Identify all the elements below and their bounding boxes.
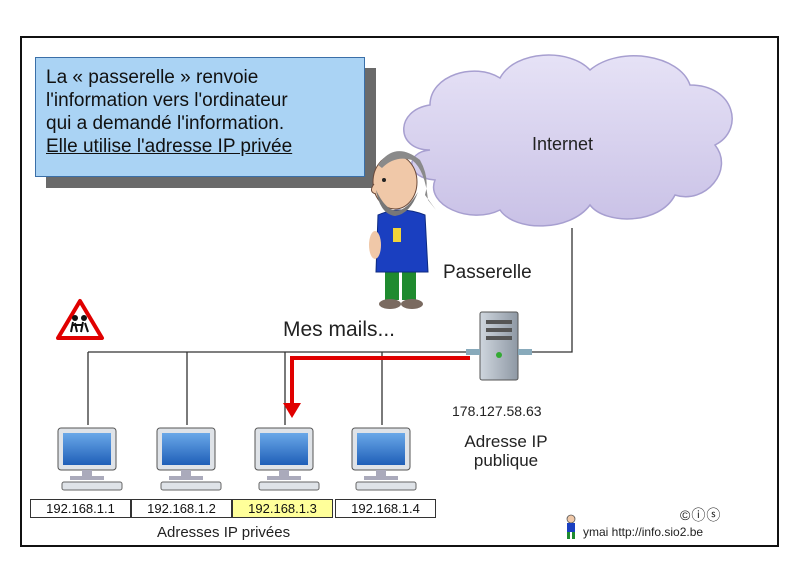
- internet-cloud: [403, 54, 733, 227]
- computer-4-icon: [351, 427, 417, 491]
- public-ip-address: 178.127.58.63: [452, 403, 542, 419]
- private-ip-box-1: 192.168.1.1: [30, 499, 131, 518]
- license-icon: ©ⓘⓢ: [680, 507, 722, 523]
- public-ip-label-line2: publique: [473, 451, 539, 470]
- gateway-label: Passerelle: [443, 262, 532, 283]
- private-ip-box-2: 192.168.1.2: [131, 499, 232, 518]
- explanation-callout: La « passerelle » renvoie l'information …: [35, 57, 365, 177]
- credit-text: ymai http://info.sio2.be: [583, 525, 704, 539]
- mascot-icon: [566, 514, 576, 539]
- gateway-server-icon: [466, 311, 532, 381]
- private-ip-box-4: 192.168.1.4: [335, 499, 436, 518]
- internet-label: Internet: [532, 134, 594, 154]
- private-ips-caption: Adresses IP privées: [157, 524, 291, 541]
- private-ip-box-3: 192.168.1.3: [232, 499, 333, 518]
- computer-1-icon: [57, 427, 123, 491]
- warning-sign-icon: [56, 299, 104, 340]
- person-character-icon: [369, 151, 436, 309]
- callout-line-3: qui a demandé l'information.: [46, 113, 285, 134]
- computer-3-icon: [254, 427, 320, 491]
- message-label: Mes mails...: [283, 318, 396, 341]
- computer-2-icon: [156, 427, 222, 491]
- callout-line-2: l'information vers l'ordinateur: [46, 90, 288, 111]
- return-arrow: [283, 356, 470, 418]
- callout-line-1: La « passerelle » renvoie: [46, 67, 259, 88]
- callout-line-4: Elle utilise l'adresse IP privée: [46, 136, 293, 157]
- network-wires: [87, 228, 573, 425]
- public-ip-label-line1: Adresse IP: [464, 432, 548, 451]
